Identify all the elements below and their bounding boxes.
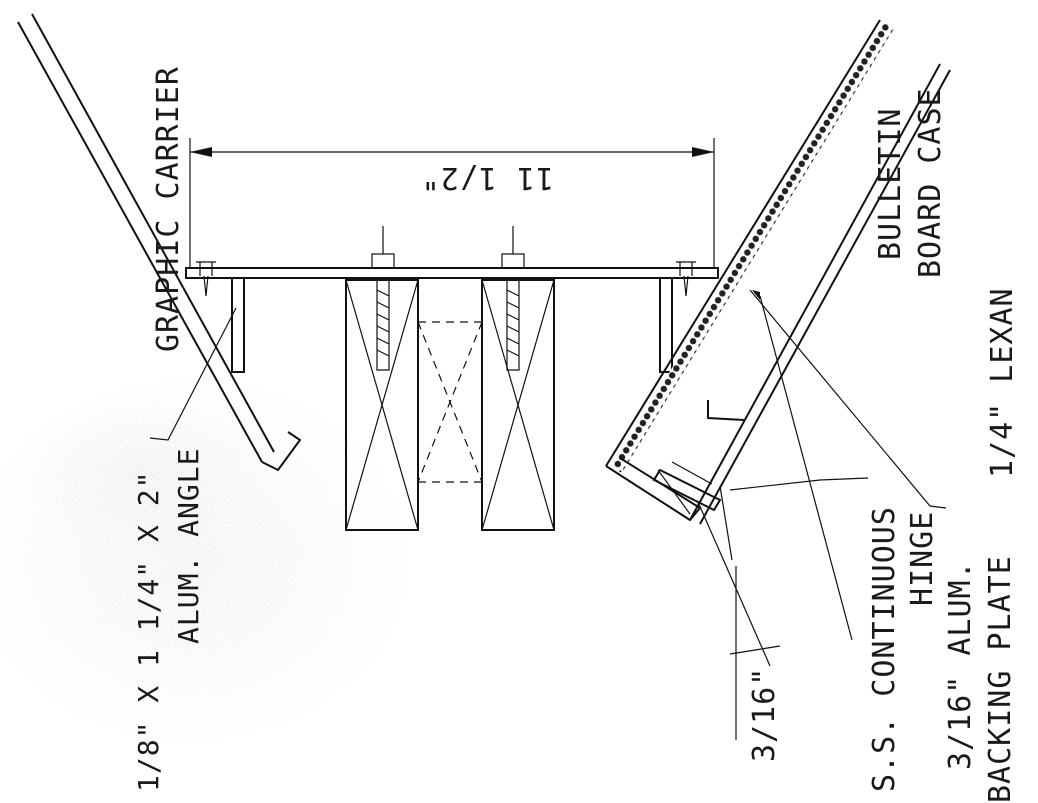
bolt-1 <box>196 261 216 297</box>
bolt-3 <box>501 226 525 371</box>
label-lexan: 1/4" LEXAN <box>985 287 1020 478</box>
wood-block-center <box>417 321 483 483</box>
label-dimension: 11 1/2" <box>421 160 554 195</box>
wood-block-right <box>481 279 555 531</box>
dimension-line <box>189 138 715 268</box>
label-backing-size: 3/16" ALUM. <box>943 560 978 770</box>
graphic-carrier-panel <box>17 13 302 472</box>
bulletin-board-case <box>605 19 951 525</box>
bolt-4 <box>676 261 696 297</box>
alum-angle-right <box>659 278 673 373</box>
label-graphic-carrier: GRAPHIC CARRIER <box>151 66 186 352</box>
label-board-case: BOARD CASE <box>913 87 948 278</box>
leader-lines <box>149 289 947 740</box>
alum-angle-left <box>231 278 245 373</box>
label-angle-size: 1/8" X 1 1/4" X 2" <box>132 471 165 792</box>
label-backing-plate: BACKING PLATE <box>983 555 1018 803</box>
label-hinge-type: S.S. CONTINUOUS <box>867 506 902 792</box>
label-hinge: HINGE <box>905 511 940 606</box>
label-gap: 3/16" <box>747 667 782 762</box>
bolts <box>196 226 696 371</box>
backing-plate-top <box>185 267 719 279</box>
bolt-2 <box>371 226 395 371</box>
scan-shading <box>0 370 420 750</box>
label-bulletin: BULLETIN <box>873 108 908 261</box>
label-alum-angle: ALUM. ANGLE <box>172 448 205 644</box>
